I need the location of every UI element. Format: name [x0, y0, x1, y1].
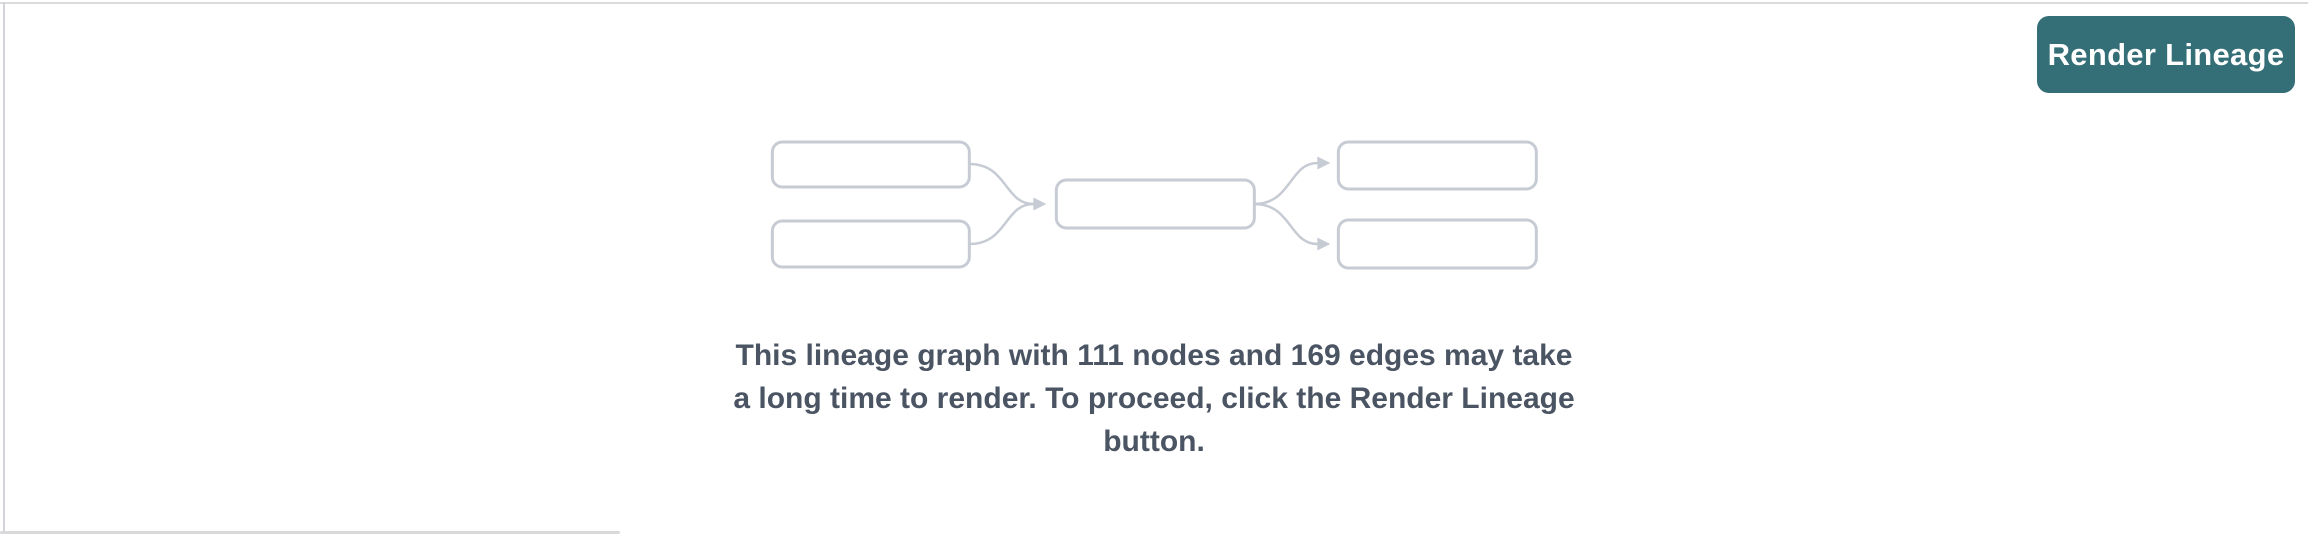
lineage-graph-illustration [770, 140, 1538, 270]
upstream-node-bottom [770, 219, 971, 269]
edge-downstream-top [1252, 161, 1319, 206]
message-line-2: a long time to render. To proceed, click… [733, 382, 1575, 415]
downstream-node-bottom [1336, 218, 1538, 270]
left-divider [3, 2, 5, 534]
top-divider [0, 2, 2308, 4]
edge-downstream-bottom [1252, 202, 1319, 246]
message-line-3: button. [1103, 425, 1205, 458]
edge-upstream-top [967, 162, 1035, 206]
render-warning-message: This lineage graph with 111 nodes and 16… [733, 334, 1574, 463]
arrowhead-downstream-bottom [1317, 237, 1330, 251]
render-lineage-button[interactable]: Render Lineage [2037, 16, 2295, 93]
upstream-node-top [770, 140, 971, 189]
downstream-node-top [1336, 140, 1538, 191]
message-line-1: This lineage graph with 111 nodes and 16… [735, 339, 1573, 372]
edge-upstream-bottom [967, 202, 1035, 246]
arrowhead-center [1033, 197, 1046, 211]
arrowhead-downstream-top [1317, 156, 1330, 170]
horizontal-scrollbar[interactable] [0, 531, 620, 534]
lineage-placeholder: This lineage graph with 111 nodes and 16… [733, 138, 1575, 463]
center-node [1054, 178, 1256, 230]
